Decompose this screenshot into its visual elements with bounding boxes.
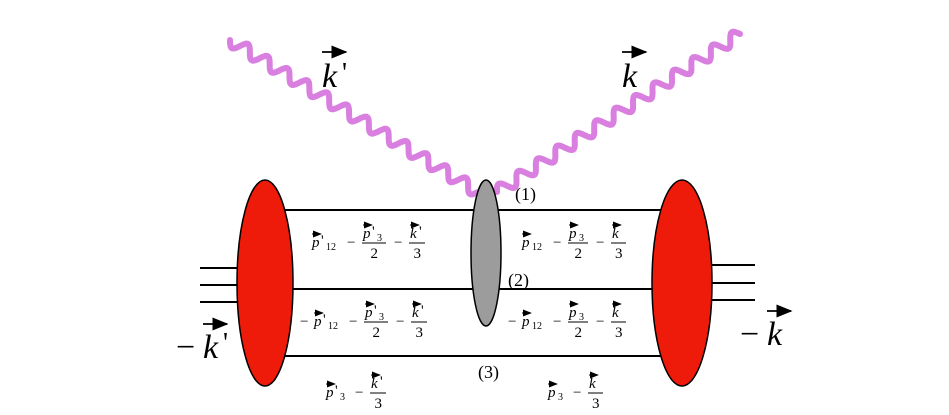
svg-text:3: 3 — [379, 312, 384, 323]
svg-text:k: k — [767, 316, 783, 353]
svg-text:k: k — [612, 226, 619, 242]
svg-text:−: − — [596, 314, 604, 330]
svg-text:k: k — [203, 329, 219, 366]
svg-text:p: p — [364, 305, 373, 321]
left-top-momentum-expression: p'12−p'32−k'3 — [311, 221, 425, 262]
svg-text:3: 3 — [416, 325, 424, 341]
svg-text:12: 12 — [328, 321, 338, 332]
svg-text:3: 3 — [615, 246, 623, 262]
svg-text:': ' — [380, 374, 383, 390]
svg-text:−: − — [596, 235, 604, 251]
svg-text:12: 12 — [532, 321, 542, 332]
svg-text:−: − — [553, 235, 561, 251]
svg-text:12: 12 — [326, 242, 336, 253]
photon-in-label: k — [622, 45, 648, 95]
svg-text:−: − — [355, 385, 363, 401]
svg-text:': ' — [372, 224, 375, 240]
left-momentum-label: − k ' — [176, 317, 229, 366]
svg-text:−: − — [573, 385, 581, 401]
svg-text:3: 3 — [414, 246, 422, 262]
svg-text:−: − — [347, 235, 355, 251]
svg-text:12: 12 — [532, 242, 542, 253]
svg-text:−: − — [740, 316, 759, 353]
svg-text:−: − — [508, 314, 516, 330]
svg-text:3: 3 — [579, 312, 584, 323]
svg-text:−: − — [349, 314, 357, 330]
svg-text:': ' — [321, 233, 324, 249]
svg-text:p: p — [325, 385, 334, 401]
svg-text:p: p — [362, 226, 371, 242]
svg-text:−: − — [176, 329, 195, 366]
final-nucleus-blob — [651, 179, 713, 387]
left-bottom-momentum-expression: p'3−k'3 — [325, 371, 386, 412]
svg-text:3: 3 — [579, 233, 584, 244]
svg-text:k: k — [410, 226, 417, 242]
svg-text:': ' — [323, 312, 326, 328]
svg-text:p: p — [311, 235, 320, 251]
svg-text:p: p — [521, 235, 530, 251]
svg-text:3: 3 — [615, 325, 623, 341]
svg-text:−: − — [396, 314, 404, 330]
right-momentum-label: − k — [740, 304, 793, 353]
svg-text:−: − — [300, 314, 308, 330]
svg-text:3: 3 — [592, 396, 600, 412]
svg-text:k: k — [371, 376, 378, 392]
vertex-label-1: (1) — [515, 184, 536, 205]
initial-nucleus-blob — [236, 179, 294, 387]
svg-text:p: p — [568, 305, 577, 321]
svg-text:p: p — [313, 314, 322, 330]
incoming-photon-line — [494, 28, 743, 195]
svg-text:2: 2 — [373, 325, 381, 341]
svg-text:p: p — [568, 226, 577, 242]
vertex-label-3: (3) — [478, 362, 499, 383]
svg-text:': ' — [421, 303, 424, 319]
svg-text:k: k — [612, 305, 619, 321]
svg-text:2: 2 — [575, 325, 583, 341]
svg-text:−: − — [394, 235, 402, 251]
svg-text:p: p — [521, 314, 530, 330]
left-middle-momentum-expression: −p'12−p'32−k'3 — [300, 300, 427, 341]
svg-text:3: 3 — [377, 233, 382, 244]
vertex-label-2: (2) — [508, 270, 529, 291]
interaction-vertex — [470, 179, 502, 327]
svg-text:3: 3 — [558, 392, 563, 403]
svg-text:k: k — [322, 58, 338, 95]
svg-text:3: 3 — [375, 396, 383, 412]
svg-text:k: k — [589, 376, 596, 392]
photon-out-label: k ' — [322, 45, 348, 95]
svg-text:k: k — [412, 305, 419, 321]
svg-text:': ' — [374, 303, 377, 319]
svg-text:2: 2 — [371, 246, 379, 262]
svg-text:3: 3 — [340, 392, 345, 403]
outgoing-photon-line — [227, 37, 481, 198]
svg-text:p: p — [547, 385, 556, 401]
svg-text:': ' — [335, 383, 338, 399]
svg-text:': ' — [419, 224, 422, 240]
svg-text:': ' — [342, 58, 347, 89]
svg-text:k: k — [622, 58, 638, 95]
svg-text:2: 2 — [575, 246, 583, 262]
svg-text:−: − — [553, 314, 561, 330]
svg-text:': ' — [223, 328, 228, 359]
